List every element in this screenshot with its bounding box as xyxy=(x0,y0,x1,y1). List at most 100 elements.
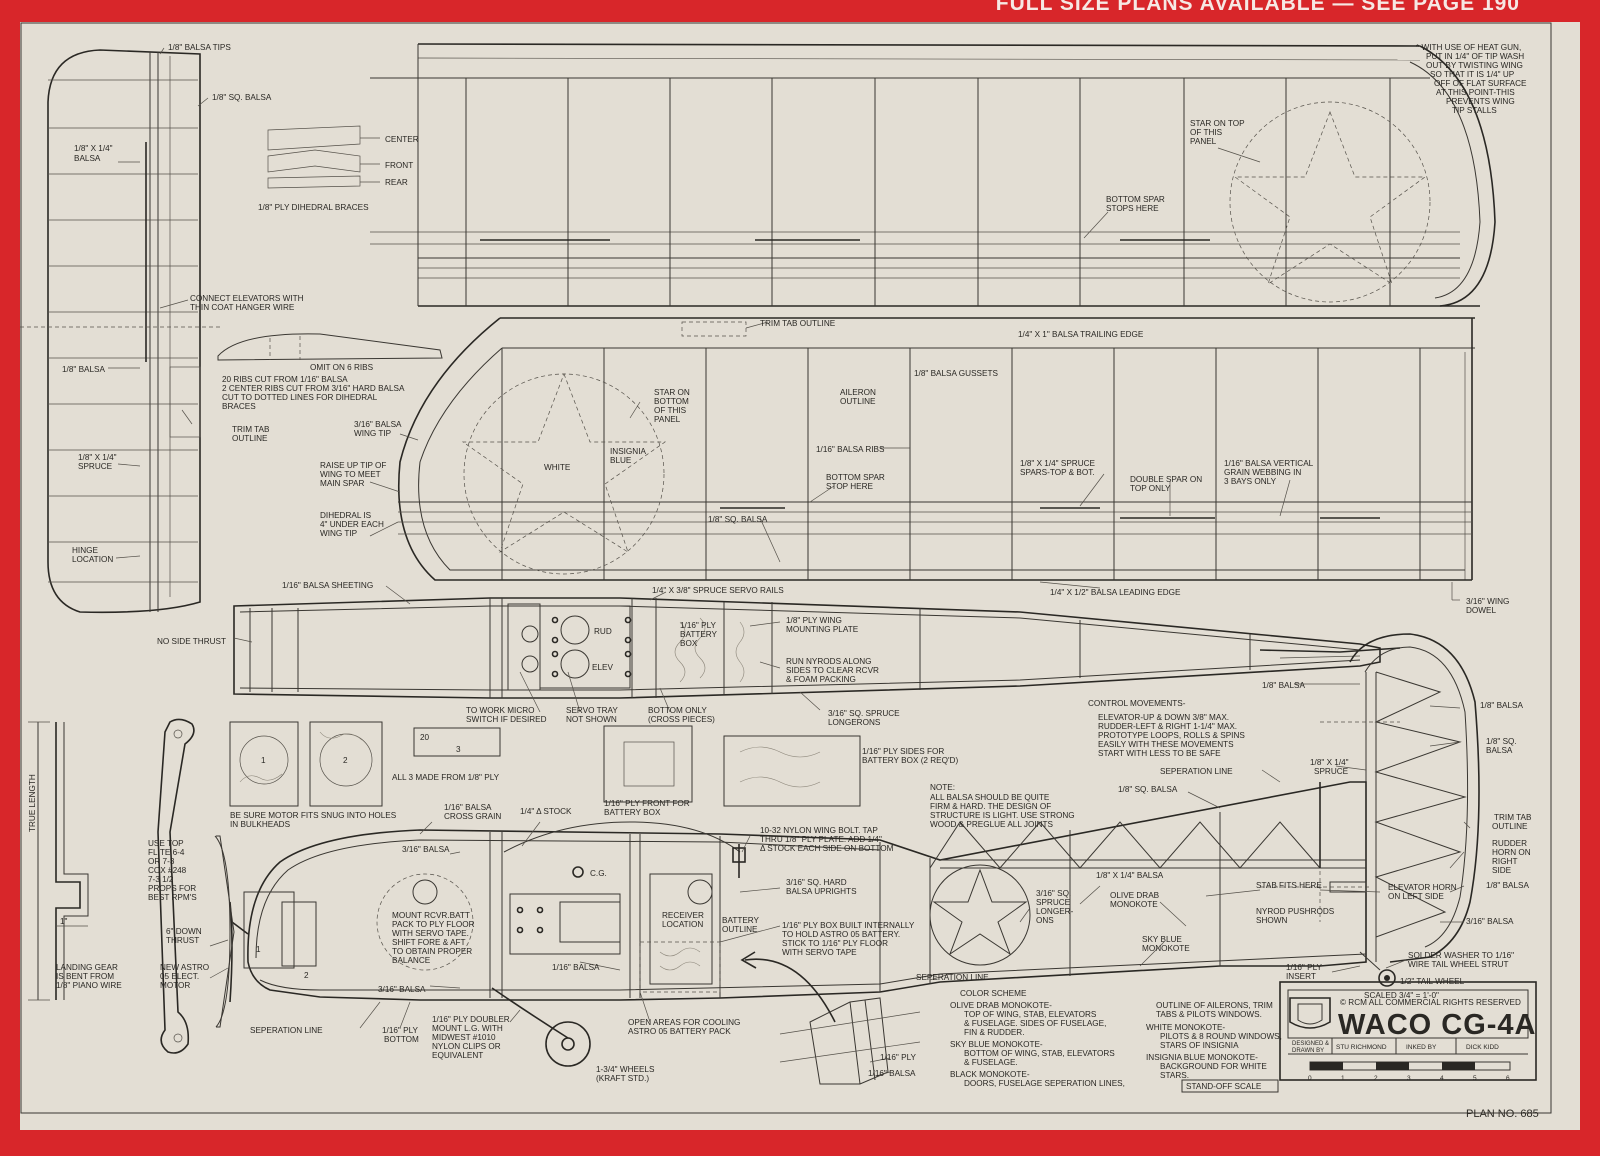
label-longerons-1: 3/16" SQ. SPRUCE xyxy=(828,709,900,718)
label-rights: © RCM ALL COMMERCIAL RIGHTS RESERVED xyxy=(1340,998,1521,1007)
label-sq-spruce-4: ONS xyxy=(1036,916,1054,925)
label-aileron-1: AILERON xyxy=(840,388,876,397)
label-note-title: NOTE: xyxy=(930,783,955,792)
label-star-top-1: STAR ON TOP xyxy=(1190,119,1245,128)
label-one-inch: 1" xyxy=(60,917,68,926)
label-control-5: START WITH LESS TO BE SAFE xyxy=(1098,749,1221,758)
label-dowel-1: 3/16" WING xyxy=(1466,597,1509,606)
rib-profile xyxy=(217,333,443,361)
label-olive-2: MONOKOTE xyxy=(1110,900,1158,909)
label-raise-1: RAISE UP TIP OF xyxy=(320,461,386,470)
label-ply-sides-2: BATTERY BOX (2 REQ'D) xyxy=(862,756,958,765)
label-nyrod-push-1: NYROD PUSHRODS xyxy=(1256,907,1335,916)
label-nyrods-2: SIDES TO CLEAR RCVR xyxy=(786,666,879,675)
label-balsa-316-top: 3/16" BALSA xyxy=(402,845,450,854)
label-heat-4: SO THAT IT IS 1/4" UP xyxy=(1430,70,1515,79)
plan-drawing: 1/8" BALSA TIPS 1/8" SQ. BALSA 1/8" X 1/… xyxy=(20,22,1552,1114)
label-dihedral-2: 4" UNDER EACH xyxy=(320,520,384,529)
label-white: WHITE xyxy=(544,463,571,472)
label-balsa-fin: 1/8" BALSA xyxy=(1262,681,1305,690)
label-receiver-1: RECEIVER xyxy=(662,911,704,920)
label-ply-front-1: 1/16" PLY FRONT FOR xyxy=(604,799,690,808)
label-dowel-2: DOWEL xyxy=(1466,606,1496,615)
label-nyrods-1: RUN NYRODS ALONG xyxy=(786,657,872,666)
label-balsa-316-bot: 3/16" BALSA xyxy=(378,985,426,994)
label-connect-elevators-2: THIN COAT HANGER WIRE xyxy=(190,303,295,312)
label-star-bottom-3: OF THIS xyxy=(654,406,687,415)
label-color-8: BLACK MONOKOTE- xyxy=(950,1070,1030,1079)
designer-name: STU RICHMOND xyxy=(1336,1044,1387,1051)
label-ply-battery-2: BATTERY xyxy=(680,630,718,639)
label-solder-2: WIRE TAIL WHEEL STRUT xyxy=(1408,960,1509,969)
label-connect-elevators-1: CONNECT ELEVATORS WITH xyxy=(190,294,304,303)
label-vertical-1: 1/16" BALSA VERTICAL xyxy=(1224,459,1314,468)
label-micro-2: SWITCH IF DESIRED xyxy=(466,715,547,724)
label-color-7: & FUSELAGE. xyxy=(964,1058,1018,1067)
label-star-bottom-4: PANEL xyxy=(654,415,681,424)
label-hinge-2: LOCATION xyxy=(72,555,113,564)
label-balsa-316-r: 3/16" BALSA xyxy=(1466,917,1514,926)
label-double-spar-1: DOUBLE SPAR ON xyxy=(1130,475,1202,484)
label-color-5: SKY BLUE MONOKOTE- xyxy=(950,1040,1043,1049)
label-leading-edge: 1/4" X 1/2" BALSA LEADING EDGE xyxy=(1050,588,1181,597)
label-battery-2: OUTLINE xyxy=(722,925,758,934)
label-color-4: FIN & RUDDER. xyxy=(964,1028,1025,1037)
label-ply-box-4: WITH SERVO TAPE xyxy=(782,948,857,957)
bottom-wing-panel xyxy=(397,317,1475,600)
scale-tick-3: 3 xyxy=(1407,1075,1411,1082)
label-ribs-1: 20 RIBS CUT FROM 1/16" BALSA xyxy=(222,375,348,384)
label-outline-8: STARS. xyxy=(1160,1071,1189,1080)
label-heat-2: PUT IN 1/4" OF TIP WASH xyxy=(1426,52,1524,61)
dihedral-braces xyxy=(267,125,380,189)
label-dihedral-braces: 1/8" PLY DIHEDRAL BRACES xyxy=(258,203,369,212)
label-wing-tip-2: WING TIP xyxy=(354,429,392,438)
label-open-areas-2: ASTRO 05 BATTERY PACK xyxy=(628,1027,731,1036)
fuselage-top-view xyxy=(233,597,1401,699)
label-color-3: & FUSELAGE. SIDES OF FUSELAGE, xyxy=(964,1019,1106,1028)
label-use-top-5: 7-3 1/2 xyxy=(148,875,174,884)
label-sky-1: SKY BLUE xyxy=(1142,935,1182,944)
label-ribs-3: CUT TO DOTTED LINES FOR DIHEDRAL xyxy=(222,393,378,402)
label-sky-2: MONOKOTE xyxy=(1142,944,1190,953)
label-elev-horn-2: ON LEFT SIDE xyxy=(1388,892,1444,901)
label-outline-4: PILOTS & 8 ROUND WINDOWS, xyxy=(1160,1032,1282,1041)
ply-number-2: 2 xyxy=(343,756,348,765)
label-olive-1: OLIVE DRAB xyxy=(1110,891,1160,900)
bulkheads xyxy=(229,721,861,807)
label-mount-6: BALANCE xyxy=(392,956,431,965)
label-balsa-r1: 1/8" BALSA xyxy=(1480,701,1523,710)
plan-sheet: 1/8" BALSA TIPS 1/8" SQ. BALSA 1/8" X 1/… xyxy=(20,22,1580,1130)
label-balsa-116-mid: 1/16" BALSA xyxy=(552,963,600,972)
plan-frame xyxy=(20,22,1552,1114)
label-rudder-horn-4: SIDE xyxy=(1492,866,1512,875)
label-use-top-1: USE TOP xyxy=(148,839,184,848)
label-cross-grain-1: 1/16" BALSA xyxy=(444,803,492,812)
label-astro-3: MOTOR xyxy=(160,981,190,990)
label-heat-7: PREVENTS WING xyxy=(1446,97,1515,106)
label-note-4: WOOD & PREGLUE ALL JOINTS xyxy=(930,820,1054,829)
label-servo-tray-1: SERVO TRAY xyxy=(566,706,618,715)
label-doubler-5: EQUIVALENT xyxy=(432,1051,483,1060)
label-rudder-horn-3: RIGHT xyxy=(1492,857,1517,866)
label-trim-tab-1: TRIM TAB xyxy=(232,425,270,434)
plan-title: WACO CG-4A xyxy=(1338,1009,1537,1041)
label-outline-7: BACKGROUND FOR WHITE xyxy=(1160,1062,1267,1071)
label-nylon-bolt-2: THRU 1/8" PLY PLATE. ADD 1/4" xyxy=(760,835,882,844)
label-spruce-r-2: SPRUCE xyxy=(1314,767,1349,776)
label-landing-3: 1/8" PIANO WIRE xyxy=(56,981,122,990)
label-trim-tab-r-2: OUTLINE xyxy=(1492,822,1528,831)
label-nyrods-3: & FOAM PACKING xyxy=(786,675,856,684)
label-heat-3: OUT BY TWISTING WING xyxy=(1426,61,1523,70)
label-control-1: ELEVATOR-UP & DOWN 3/8" MAX. xyxy=(1098,713,1229,722)
label-down-thrust-2: THRUST xyxy=(166,936,199,945)
label-balsa-18x14: 1/8" X 1/4" BALSA xyxy=(1096,871,1164,880)
label-elev: ELEV xyxy=(592,663,613,672)
label-rear: REAR xyxy=(385,178,408,187)
label-cross-grain-2: CROSS GRAIN xyxy=(444,812,501,821)
label-outline-6: INSIGNIA BLUE MONOKOTE- xyxy=(1146,1053,1258,1062)
label-ply-sides-1: 1/16" PLY SIDES FOR xyxy=(862,747,944,756)
label-note-1: ALL BALSA SHOULD BE QUITE xyxy=(930,793,1050,802)
label-landing-1: LANDING GEAR xyxy=(56,963,118,972)
label-note-2: FIRM & HARD. THE DESIGN OF xyxy=(930,802,1051,811)
label-sep-line-b: SEPERATION LINE xyxy=(916,973,989,982)
